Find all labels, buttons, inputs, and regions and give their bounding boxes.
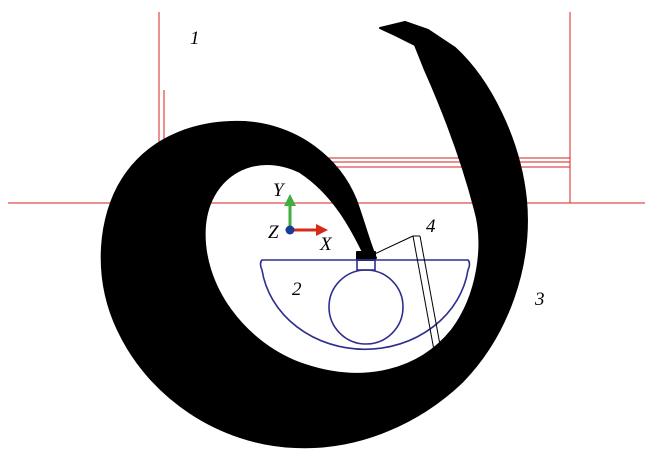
semicircle-body [259, 259, 471, 351]
part-outline [259, 259, 471, 351]
insert-slot [356, 259, 376, 271]
label-1: 1 [190, 28, 200, 49]
inner-circle [328, 269, 404, 345]
boundary-lines [8, 12, 645, 204]
spiral-chip [100, 21, 528, 449]
leader-line-a [365, 235, 414, 259]
leader-lines [365, 235, 446, 373]
axis-y-label: Y [273, 180, 286, 201]
label-2: 2 [292, 279, 302, 300]
axis-triad: Y X Z [268, 180, 333, 255]
axis-z-label: Z [268, 222, 279, 243]
axis-x-arrow-icon [316, 224, 328, 236]
leader-line-d [412, 235, 439, 373]
leader-line-c [419, 235, 446, 373]
spiral-inner-arm [100, 21, 528, 449]
spiral-tip [356, 251, 376, 261]
axis-x-label: X [319, 234, 333, 255]
axis-y-arrow-icon [284, 194, 296, 206]
label-3: 3 [534, 289, 545, 310]
label-4: 4 [426, 216, 436, 237]
axis-origin-icon [285, 225, 295, 235]
